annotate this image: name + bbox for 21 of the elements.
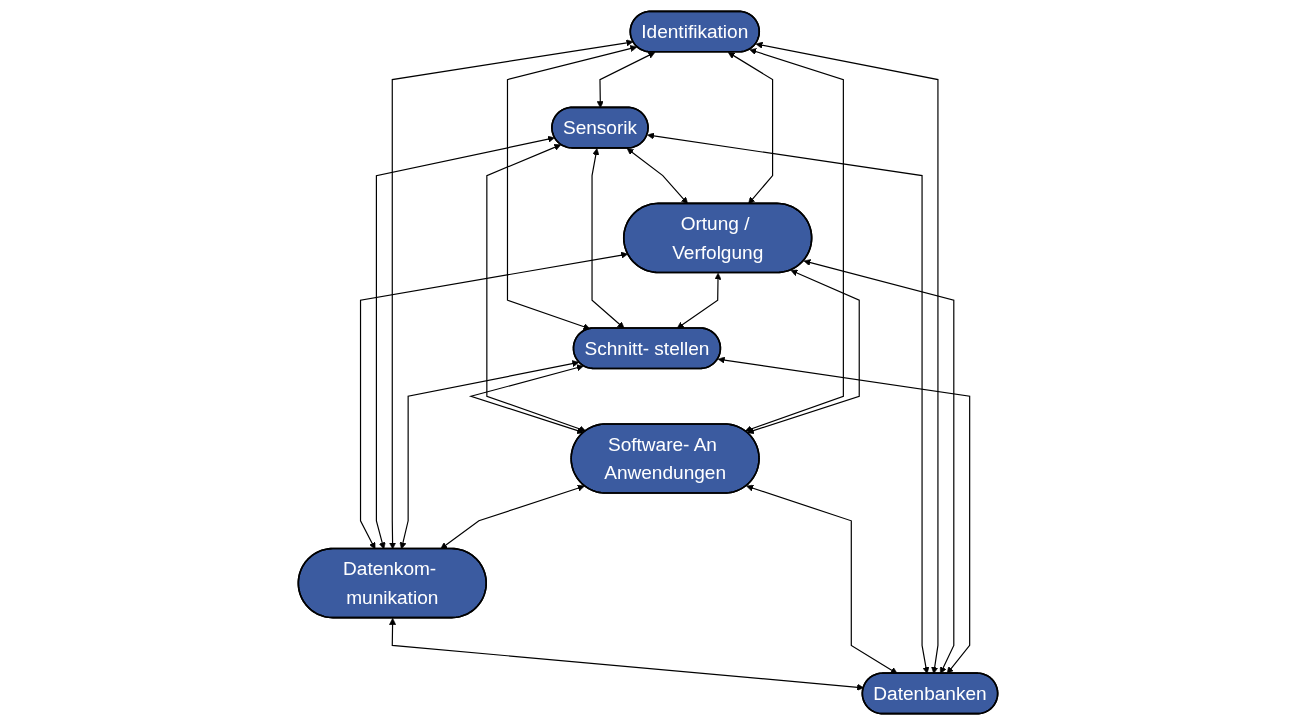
arrow <box>468 364 584 435</box>
arrow <box>755 41 939 674</box>
arrow <box>506 45 638 331</box>
arrow <box>440 484 585 550</box>
arrow <box>746 484 898 674</box>
arrow <box>803 259 955 674</box>
arrow <box>389 618 864 691</box>
arrow <box>626 148 688 205</box>
arrow <box>727 52 774 205</box>
arrow <box>389 39 634 550</box>
arrow <box>647 132 930 674</box>
arrow <box>676 272 722 329</box>
arrow <box>717 356 971 674</box>
arrow <box>486 144 587 433</box>
arrow <box>399 360 580 550</box>
arrow <box>596 52 656 109</box>
arrow <box>744 48 844 433</box>
arrow <box>375 135 555 550</box>
arrow <box>591 148 625 329</box>
arrow <box>359 251 628 550</box>
arrow <box>747 269 860 434</box>
